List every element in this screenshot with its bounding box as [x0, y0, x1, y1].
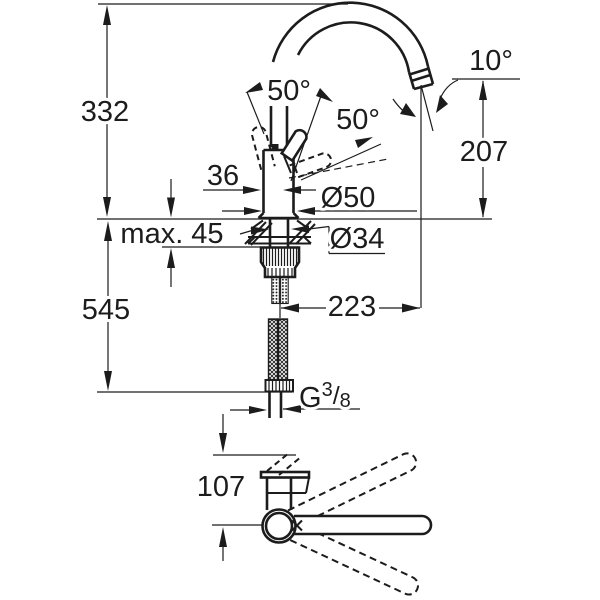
threaded-shank [271, 276, 289, 318]
faucet-body [257, 144, 300, 220]
plan-lever-solid [292, 514, 433, 536]
dimension-dia34: Ø34 [239, 220, 387, 258]
dimension-50deg-swing: 50° [245, 72, 333, 182]
dim-label-50deg-2: 50° [336, 104, 380, 136]
dimension-332: 332 [78, 5, 132, 217]
lever-dashed-left [250, 125, 276, 171]
dimension-545: 545 [79, 221, 133, 391]
dimension-107: 107 [194, 414, 248, 561]
dim-label-dia50: Ø50 [321, 182, 376, 214]
dim-label-332: 332 [81, 96, 129, 128]
mounting-nut [259, 246, 301, 279]
plan-spout [259, 452, 311, 510]
dim-label-max45: max. 45 [120, 218, 223, 250]
faucet-plan-view [259, 449, 433, 599]
faucet-front-view [250, 1, 435, 220]
lever-tilted-solid [279, 128, 308, 174]
dim-label-207: 207 [460, 136, 508, 168]
reference-lines [97, 3, 492, 526]
plan-body-inner-circle [264, 511, 294, 541]
connection-pipe [268, 392, 283, 418]
plan-body-circle [261, 508, 297, 544]
lever-dashed-down [289, 152, 333, 180]
dimension-223: 223 [281, 288, 420, 326]
dimension-g38: G3/8 [230, 376, 360, 417]
dim-label-36: 36 [207, 160, 239, 192]
dimension-10deg: 10° [392, 42, 516, 117]
spout-arc [271, 1, 435, 91]
lever-upright [269, 106, 289, 147]
mounting-hardware [244, 219, 316, 418]
dim-label-dia34: Ø34 [330, 223, 385, 255]
flexible-hoses [264, 318, 294, 418]
dimension-36: 36 [203, 157, 316, 195]
dim-label-thread: G3/8 [299, 379, 351, 414]
dim-label-545: 545 [82, 294, 130, 326]
dimension-max45: max. 45 [117, 179, 227, 287]
dim-label-223: 223 [328, 291, 376, 323]
dim-label-107: 107 [197, 471, 245, 503]
dim-label-10deg: 10° [469, 45, 513, 77]
dimension-207: 207 [452, 78, 520, 218]
lever-pivot-pin [271, 144, 279, 151]
pivot-cross-mark [291, 519, 303, 532]
break-marks [266, 452, 302, 476]
dimension-50deg-open: 50° [288, 101, 389, 181]
dim-label-50deg-1: 50° [267, 75, 311, 107]
dimension-dia50: Ø50 [222, 179, 417, 217]
